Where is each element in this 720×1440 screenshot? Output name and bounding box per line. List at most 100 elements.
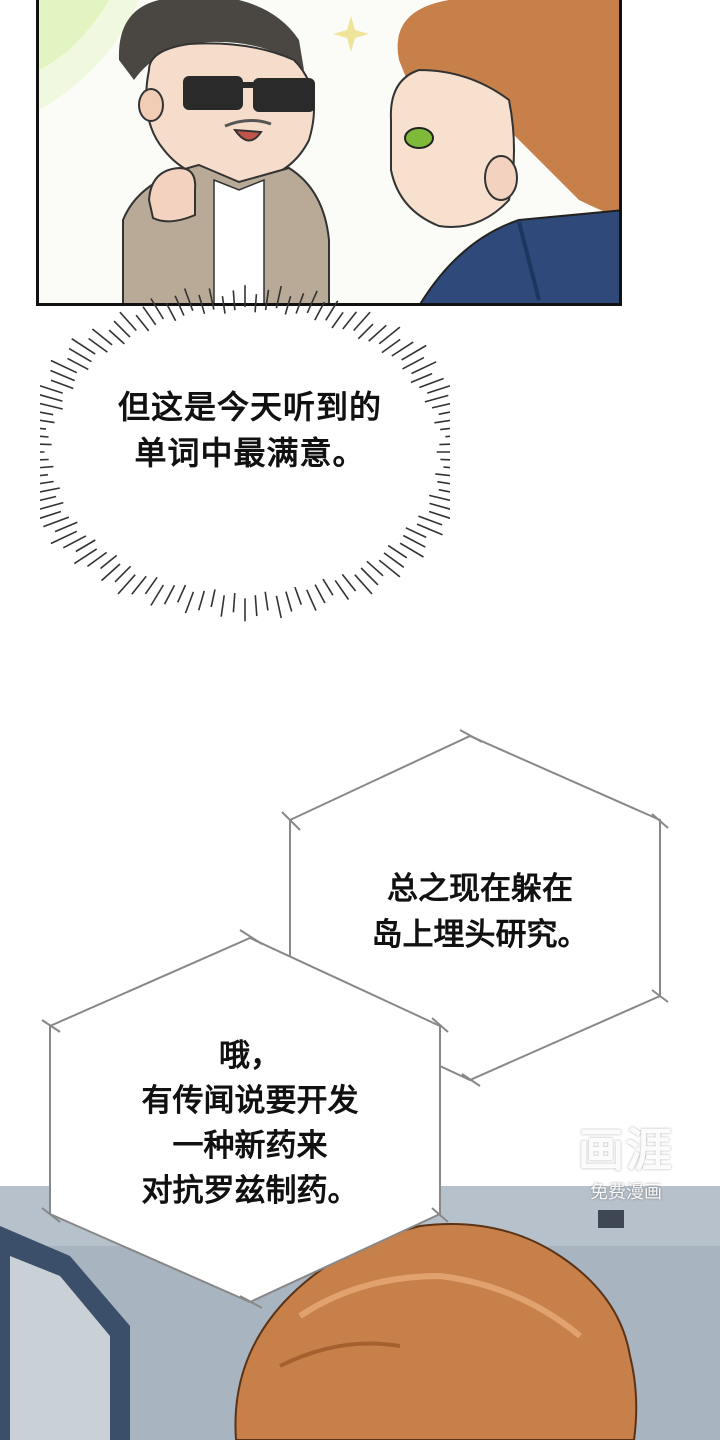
watermark-logo: 画涯 (578, 1123, 674, 1177)
burst-ray (428, 510, 450, 520)
burst-ray (325, 300, 339, 321)
burst-ray (438, 411, 450, 416)
burst-ray (275, 285, 282, 309)
burst-ray (62, 535, 87, 549)
burst-ray (275, 595, 282, 619)
burst-ray (43, 516, 70, 528)
burst-ray (40, 495, 57, 502)
burst-ray (135, 314, 150, 332)
burst-ray (383, 552, 405, 568)
burst-ray (439, 443, 450, 446)
hex-lower-line: 哦， (219, 1038, 281, 1074)
burst-ray (40, 427, 47, 430)
burst-ray (40, 458, 49, 461)
hex-lower-line: 有传闻说要开发 (141, 1083, 359, 1119)
burst-ray (50, 379, 74, 390)
burst-ray (88, 337, 108, 353)
bottom-panel-illustration (0, 1186, 720, 1440)
burst-ray (40, 402, 63, 410)
blue-shirt (419, 209, 619, 303)
burst-ray (341, 573, 357, 592)
sparkle-icon (333, 16, 369, 52)
burst-ray (67, 357, 89, 371)
burst-ray (40, 435, 49, 438)
burst-ray (378, 326, 401, 345)
burst-ray (232, 593, 236, 613)
hex-lower-line: 一种新药来 (172, 1128, 328, 1164)
burst-ray (353, 311, 371, 332)
burst-ray (264, 591, 269, 611)
hex-lower-line: 对抗罗兹制药。 (141, 1173, 359, 1209)
burst-ray (100, 563, 121, 582)
burst-ray (232, 290, 236, 311)
burst-ray (40, 465, 54, 469)
burst-ray (405, 527, 427, 539)
burst-ray (437, 480, 450, 485)
thumbs-up-hand (147, 166, 197, 223)
burst-ray (91, 328, 113, 346)
burst-ray (176, 584, 187, 603)
burst-ray (381, 338, 401, 354)
burst-ray (40, 394, 63, 402)
burst-ray (284, 295, 292, 315)
burst-ray (378, 559, 401, 578)
watermark-subtitle: 免费漫画 (590, 1182, 662, 1203)
burst-ray (305, 589, 317, 611)
burst-ray (429, 494, 450, 502)
brown-hair-man-face (389, 68, 515, 228)
burst-ray (424, 394, 449, 403)
burst-ray (357, 323, 374, 340)
burst-ray (443, 466, 450, 469)
burst-ray (295, 293, 305, 314)
burst-ray (150, 584, 165, 606)
burst-ray (314, 301, 326, 321)
hexagon-lower-text: 哦， 有传闻说要开发 一种新药来 对抗罗兹制药。 (90, 1034, 410, 1214)
burst-ray (254, 595, 258, 617)
burst-ray (438, 488, 450, 493)
burst-ray (99, 554, 118, 570)
burst-ray (54, 521, 78, 533)
burst-ray (402, 534, 426, 548)
green-eye (404, 127, 434, 149)
sunglasses-man-face (145, 42, 315, 184)
top-comic-panel (36, 0, 622, 306)
burst-ray (68, 347, 92, 363)
burst-ray (144, 576, 158, 595)
burst-ray (416, 523, 443, 536)
burst-bubble-text: 但这是今天听到的 单词中最满意。 (80, 384, 420, 476)
hex-upper-line: 岛上埋头研究。 (371, 917, 589, 953)
burst-ray (331, 311, 344, 329)
burst-ray (183, 288, 194, 311)
burst-ray (294, 586, 303, 605)
burst-ray (73, 548, 98, 565)
burst-ray (360, 567, 379, 586)
burst-ray (401, 344, 427, 361)
burst-ray (427, 384, 450, 394)
burst-ray (40, 473, 48, 477)
burst-ray (40, 443, 52, 446)
burst-ray (440, 427, 450, 431)
burst-ray (113, 320, 131, 338)
burst-ray (75, 539, 96, 553)
burst-ray (322, 578, 334, 596)
burst-ray (366, 560, 384, 577)
burst-ray (434, 419, 450, 424)
burst-ray (285, 591, 293, 612)
burst-ray (221, 295, 226, 314)
burst-ray (197, 590, 206, 611)
watermark: 画涯 免费漫画 (566, 1120, 686, 1216)
burst-ray (198, 294, 206, 315)
burst-ray (411, 361, 437, 375)
hex-upper-line: 总之现在躲在 (387, 871, 573, 907)
burst-ray (150, 298, 165, 320)
burst-ray (440, 458, 450, 461)
burst-ray (264, 289, 270, 311)
burst-ray (71, 338, 96, 355)
burst-ray (208, 288, 215, 310)
top-panel-illustration (39, 0, 619, 303)
burst-ray (210, 589, 216, 608)
burst-ray (418, 515, 443, 526)
burst-ray (445, 435, 450, 438)
burst-ray (399, 542, 424, 558)
burst-ray (108, 329, 125, 345)
